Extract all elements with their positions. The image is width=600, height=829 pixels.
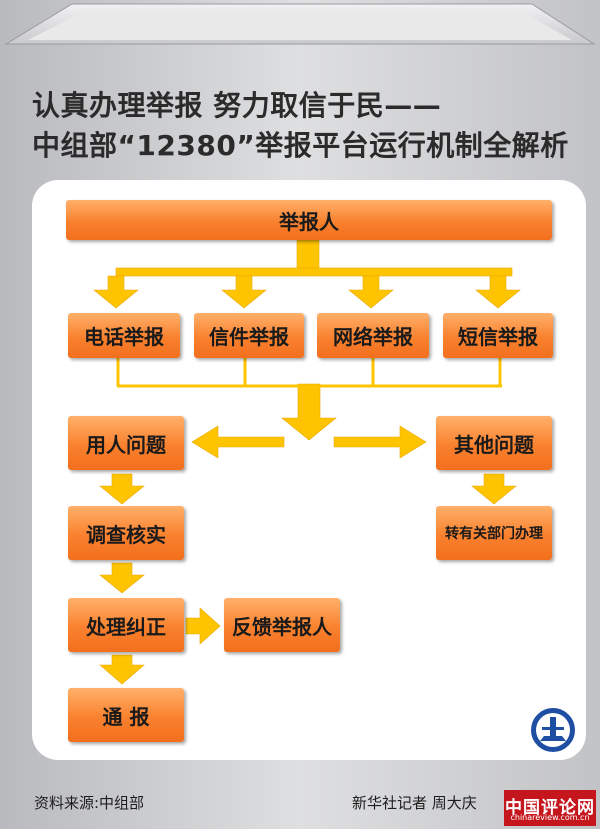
- arrow-to-sms: [475, 275, 521, 309]
- arrow-to-transfer: [471, 473, 517, 505]
- box-personnel-issue: 用人问题: [68, 416, 184, 470]
- box-channel-letter: 信件举报: [194, 313, 304, 358]
- arrow-merge-down: [281, 383, 337, 441]
- box-handle: 处理纠正: [68, 598, 184, 652]
- watermark-url: chinareview.com.cn: [510, 813, 590, 822]
- title-line-1: 认真办理举报 努力取信于民——: [32, 89, 442, 122]
- arrow-to-notify: [99, 654, 145, 685]
- arrow-to-letter: [221, 275, 267, 309]
- arrow-to-handle: [99, 562, 145, 594]
- box-notify: 通 报: [68, 688, 184, 742]
- box-transfer: 转有关部门办理: [436, 506, 552, 560]
- title-line-2: 中组部“12380”举报平台运行机制全解析: [32, 129, 569, 162]
- box-channel-sms: 短信举报: [443, 313, 553, 358]
- box-investigate: 调查核实: [68, 506, 184, 560]
- arrow-to-personnel: [191, 425, 285, 459]
- box-feedback: 反馈举报人: [224, 598, 340, 652]
- box-reporter: 举报人: [66, 200, 552, 240]
- arrow-to-other: [333, 425, 427, 459]
- stem-from-reporter: [296, 239, 320, 273]
- arrow-to-investigate: [99, 473, 145, 505]
- source-note: 资料来源:中组部: [34, 794, 145, 812]
- arrow-to-web: [348, 275, 394, 309]
- box-other-issue: 其他问题: [436, 416, 552, 470]
- box-channel-phone: 电话举报: [68, 313, 180, 358]
- xinhua-emblem-icon: [529, 706, 577, 754]
- watermark-badge: 中国评论网 chinareview.com.cn: [504, 790, 596, 826]
- branch-bar: [115, 267, 513, 277]
- credit-note: 新华社记者 周大庆: [352, 794, 477, 812]
- arrow-to-phone: [93, 275, 139, 309]
- arrow-to-feedback: [185, 607, 221, 645]
- box-channel-web: 网络举报: [317, 313, 429, 358]
- watermark-name: 中国评论网: [505, 798, 595, 818]
